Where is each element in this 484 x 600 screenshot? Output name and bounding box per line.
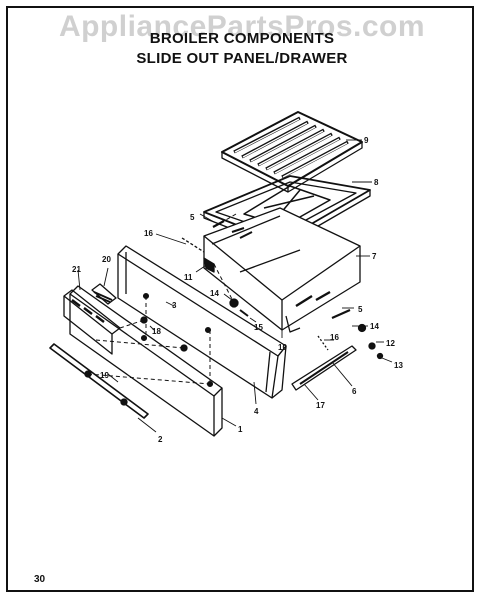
callout-17: 17 bbox=[316, 401, 325, 410]
callout-8: 8 bbox=[374, 178, 379, 187]
callout-labels: 9 8 7 5 16 11 14 15 10 5 14 16 12 13 6 1… bbox=[72, 136, 403, 444]
callout-21: 21 bbox=[72, 265, 81, 274]
callout-13: 13 bbox=[394, 361, 403, 370]
callout-3: 3 bbox=[172, 301, 177, 310]
drawer-slide-rail bbox=[291, 345, 357, 391]
drawer-hardware bbox=[181, 220, 384, 360]
callout-14: 14 bbox=[210, 289, 219, 298]
diagram-subtitle: SLIDE OUT PANEL/DRAWER bbox=[136, 50, 348, 67]
front-panel bbox=[69, 285, 223, 437]
callout-15: 15 bbox=[254, 323, 263, 332]
callout-11: 11 bbox=[184, 273, 193, 282]
callout-2: 2 bbox=[158, 435, 163, 444]
callout-18: 18 bbox=[152, 327, 161, 336]
callout-5: 5 bbox=[190, 213, 195, 222]
callout-16b: 16 bbox=[330, 333, 339, 342]
callout-20: 20 bbox=[102, 255, 111, 264]
diagram-title: BROILER COMPONENTS bbox=[149, 30, 335, 47]
callout-9: 9 bbox=[364, 136, 369, 145]
drawer-body bbox=[203, 207, 361, 333]
callout-5b: 5 bbox=[358, 305, 363, 314]
callout-14b: 14 bbox=[370, 322, 379, 331]
broiler-grid bbox=[221, 111, 363, 193]
watermark: AppliancePartsPros.com bbox=[58, 10, 426, 43]
callout-4: 4 bbox=[254, 407, 259, 416]
front-trim-strip bbox=[49, 343, 149, 419]
label-plate bbox=[91, 283, 117, 305]
callout-6: 6 bbox=[352, 387, 357, 396]
callout-12: 12 bbox=[386, 339, 395, 348]
callout-19: 19 bbox=[100, 371, 109, 380]
callout-1: 1 bbox=[238, 425, 243, 434]
callout-10: 10 bbox=[278, 343, 287, 352]
callout-7: 7 bbox=[372, 252, 377, 261]
assembly-lines bbox=[87, 213, 237, 385]
inner-panel bbox=[117, 245, 287, 399]
callout-16: 16 bbox=[144, 229, 153, 238]
page-border bbox=[6, 6, 474, 592]
page-number: 30 bbox=[34, 574, 46, 585]
leader-lines bbox=[77, 139, 393, 433]
